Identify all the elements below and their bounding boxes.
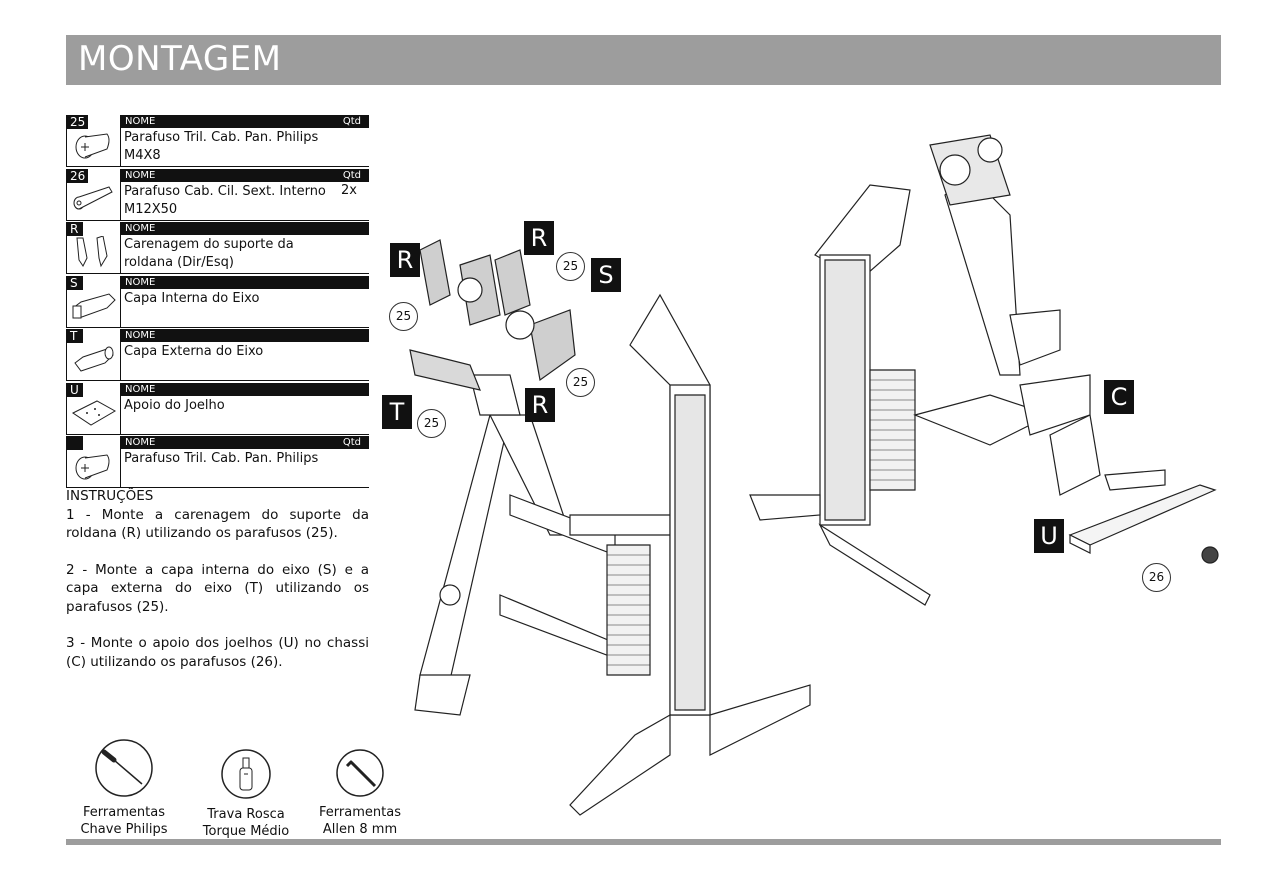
part-description: Apoio do Joelho — [124, 397, 225, 413]
allen-key-icon — [336, 749, 384, 797]
qty-header: Qtd — [342, 169, 361, 181]
name-header: NOME — [125, 330, 156, 341]
name-header: NOME — [125, 383, 156, 395]
callout-number: 25 — [389, 302, 418, 331]
callout-number: 25 — [417, 409, 446, 438]
part-header: NOME Qtd — [121, 168, 369, 182]
name-header: NOME — [125, 169, 156, 181]
part-row: S NOME Capa Interna do Eixo — [66, 275, 369, 328]
callout-label: S — [591, 258, 621, 292]
part-header: NOME — [121, 275, 369, 289]
part-header: NOME — [121, 382, 369, 396]
phillips-screwdriver-icon — [95, 739, 153, 797]
callout-label: T — [382, 395, 412, 429]
callout-label: R — [390, 243, 420, 277]
tool-label-line1: Ferramentas — [319, 805, 401, 820]
parts-list: 25 NOME Qtd Parafuso Tril. Cab. Pan. Phil… — [66, 115, 369, 490]
part-row: 26 NOME Qtd Parafuso Cab. Cil. Sext. Inte… — [66, 168, 369, 221]
part-number: R — [67, 222, 83, 236]
name-header: NOME — [125, 116, 156, 127]
tool-label-line1: Trava Rosca — [207, 807, 285, 822]
footer-bar — [66, 839, 1221, 845]
qty-header: Qtd — [342, 437, 361, 448]
callout-number: 25 — [556, 252, 585, 281]
part-number: 26 — [67, 168, 89, 183]
callout-number: 26 — [1142, 563, 1171, 592]
qty-header: Qtd — [342, 116, 361, 127]
part-description: Capa Externa do Eixo — [124, 344, 264, 359]
name-header: NOME — [125, 223, 156, 234]
inner-axle-cap-icon — [67, 275, 121, 327]
part-description: Capa Interna do Eixo — [124, 290, 260, 306]
callout-label: R — [524, 221, 554, 255]
instruction-step: 3 - Monte o apoio dos joelhos (U) no cha… — [66, 635, 369, 670]
name-header: NOME — [125, 437, 156, 448]
instruction-step: 1 - Monte a carenagem do suporte da rold… — [66, 506, 369, 542]
part-number — [67, 436, 83, 450]
part-row: NOME Qtd Parafuso Tril. Cab. Pan. Philips — [66, 436, 369, 488]
callout-label: C — [1104, 380, 1134, 414]
part-header: NOME — [121, 222, 369, 235]
name-header: NOME — [125, 276, 156, 288]
pan-head-screw-icon — [67, 436, 121, 487]
hex-socket-bolt-icon — [67, 168, 121, 220]
part-number: 25 — [67, 115, 89, 129]
part-description: Parafuso Tril. Cab. Pan. Philips M4X8 — [124, 130, 319, 163]
page-title: MONTAGEM — [78, 39, 282, 79]
part-row: T NOME Capa Externa do Eixo — [66, 329, 369, 381]
part-number: U — [67, 382, 83, 397]
part-header: NOME Qtd — [121, 436, 369, 449]
machine-illustration — [409, 134, 1219, 816]
tool-label-line1: Ferramentas — [83, 805, 165, 820]
part-row: U NOME Apoio do Joelho — [66, 382, 369, 435]
callout-label: U — [1034, 519, 1064, 553]
tool-label-line2: Torque Médio — [202, 824, 290, 839]
assembly-drawing: R R S T R C U 25 25 25 25 26 — [370, 115, 1221, 835]
page-header: MONTAGEM — [66, 35, 1221, 85]
instruction-step: 2 - Monte a capa interna do eixo (S) e a… — [66, 561, 369, 615]
part-qty: 2x — [341, 182, 357, 198]
part-row: R NOME Carenagem do suporte da roldana (… — [66, 222, 369, 274]
tool-allen: Ferramentas Allen 8 mm — [310, 748, 410, 838]
instructions: INSTRUÇÕES 1 - Monte a carenagem do supo… — [66, 487, 369, 689]
part-row: 25 NOME Qtd Parafuso Tril. Cab. Pan. Phil… — [66, 115, 369, 167]
instructions-title: INSTRUÇÕES — [66, 488, 154, 504]
threadlocker-bottle-icon — [221, 749, 271, 799]
outer-axle-cap-icon — [67, 329, 121, 380]
tool-label-line2: Chave Philips — [80, 822, 168, 837]
callout-label: R — [525, 388, 555, 422]
tool-threadlocker: Trava Rosca Torque Médio — [196, 748, 296, 840]
part-description: Parafuso Cab. Cil. Sext. Interno M12X50 — [124, 183, 326, 217]
tool-phillips: Ferramentas Chave Philips — [74, 738, 174, 838]
part-number: T — [67, 329, 83, 343]
part-description: Parafuso Tril. Cab. Pan. Philips — [124, 451, 319, 466]
knee-pad-icon — [67, 382, 121, 434]
callout-number: 25 — [566, 368, 595, 397]
part-header: NOME Qtd — [121, 115, 369, 128]
part-description: Carenagem do suporte da roldana (Dir/Esq… — [124, 237, 294, 270]
pulley-cover-icon — [67, 222, 121, 273]
pan-head-screw-icon — [67, 115, 121, 166]
tool-label-line2: Allen 8 mm — [322, 822, 398, 837]
part-number: S — [67, 275, 83, 290]
part-header: NOME — [121, 329, 369, 342]
